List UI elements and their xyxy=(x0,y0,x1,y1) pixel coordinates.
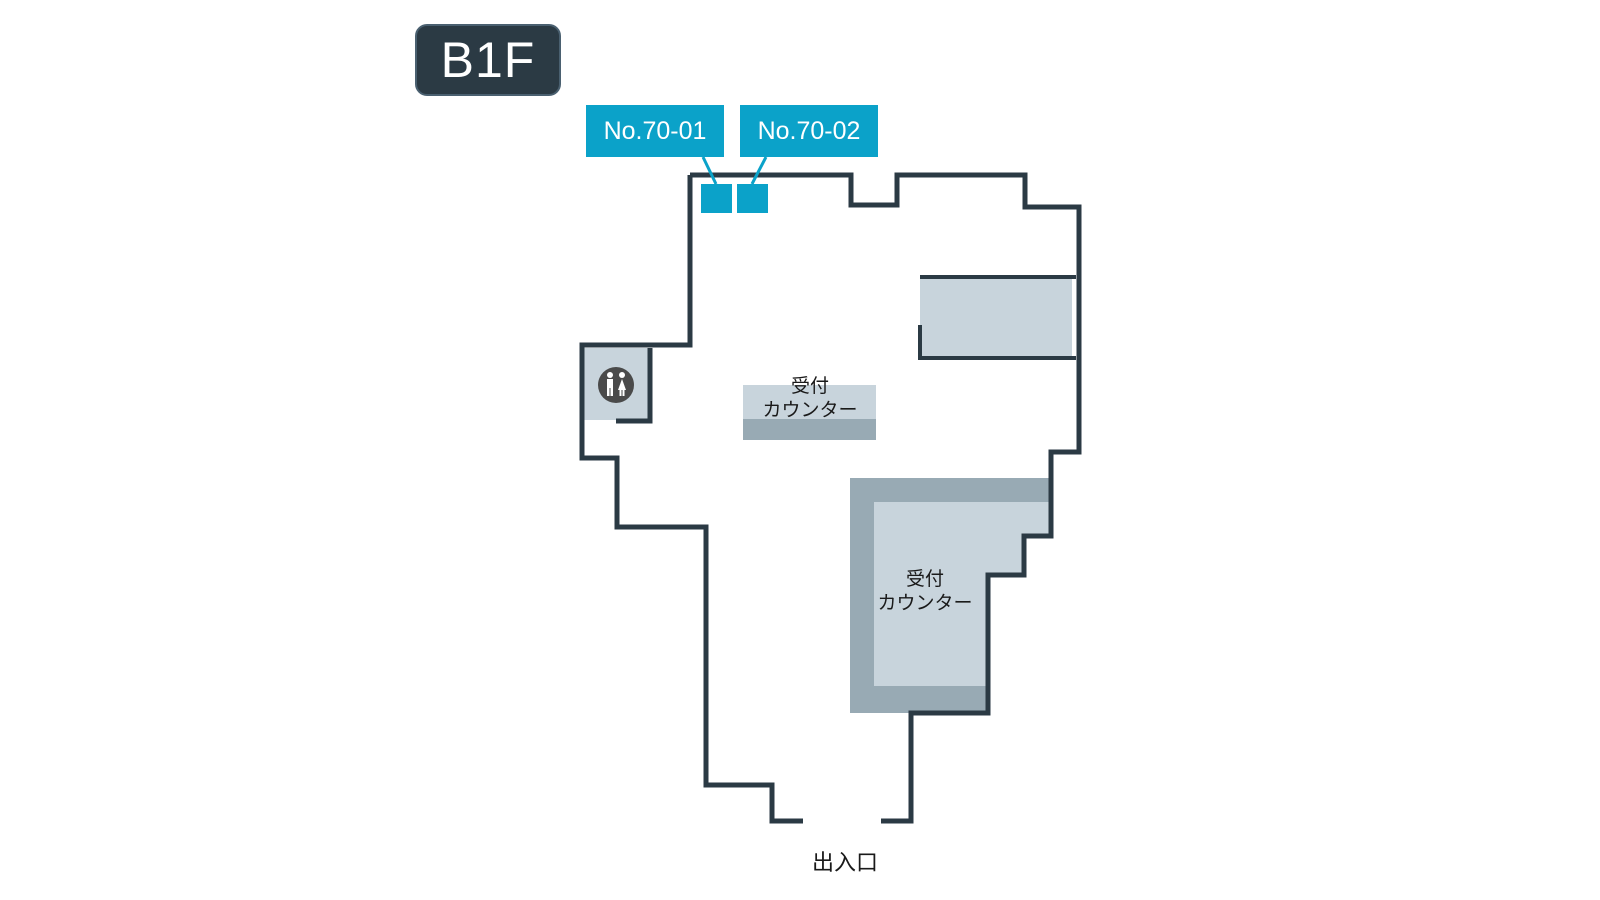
counter-label-line2: カウンター xyxy=(877,592,973,614)
restroom-wall xyxy=(616,348,653,424)
counter-area-lower-inner xyxy=(874,502,1050,686)
locker-70-02[interactable] xyxy=(737,184,768,213)
counter-label-line2: カウンター xyxy=(762,399,858,421)
locker-label-70-02[interactable]: No.70-02 xyxy=(740,105,878,157)
entrance-label: 出入口 xyxy=(811,851,878,876)
shaded-area-upper xyxy=(920,277,1072,356)
locker-leader-1 xyxy=(701,156,718,185)
locker-70-01[interactable] xyxy=(701,184,732,213)
counter-label-center: 受付 カウンター xyxy=(735,374,885,422)
partition-lower xyxy=(918,325,1076,360)
floor-badge: B1F xyxy=(415,24,561,96)
restroom-icon xyxy=(598,367,634,403)
outer-wall xyxy=(579,175,803,824)
locker-label-70-01[interactable]: No.70-01 xyxy=(586,105,724,157)
counter-label-lower: 受付 カウンター xyxy=(850,567,1000,615)
locker-leader-2 xyxy=(750,156,768,185)
counter-label-line1: 受付 xyxy=(790,375,829,397)
counter-center xyxy=(743,385,876,419)
counter-label-line1: 受付 xyxy=(905,568,944,590)
outer-wall-right xyxy=(690,172,1082,824)
counter-center-base xyxy=(743,419,876,440)
